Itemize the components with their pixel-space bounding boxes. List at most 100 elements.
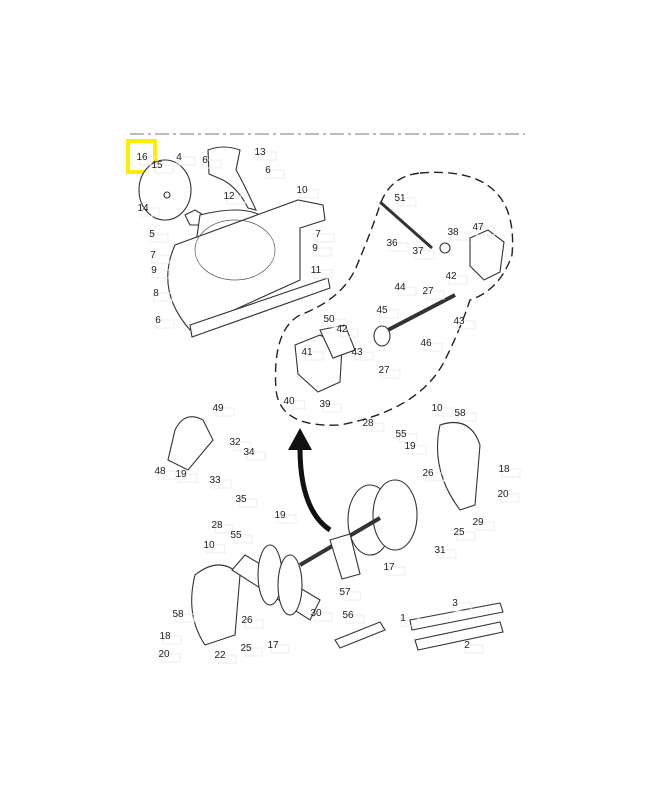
callout-shadow [139, 156, 159, 166]
callout-shadow [345, 614, 365, 624]
callout-label: 18 [498, 464, 510, 475]
callout-shadow [304, 351, 324, 361]
callout-shadow [153, 292, 173, 302]
callout-shadow [381, 369, 401, 379]
callout-shadow [313, 612, 333, 622]
callout-label: 30 [310, 608, 322, 619]
callout-label: 22 [214, 650, 226, 661]
callout-shadow [415, 250, 435, 260]
callout-label: 49 [212, 403, 224, 414]
callout-label: 31 [434, 545, 446, 556]
callout-label: 26 [422, 468, 434, 479]
callout-label: 42 [445, 271, 457, 282]
callout-shadow [456, 531, 476, 541]
callout-shadow [464, 644, 484, 654]
callout-shadow [233, 534, 253, 544]
callout-label: 44 [394, 282, 406, 293]
callout-label: 16 [136, 152, 148, 163]
callout-shadow [389, 242, 409, 252]
callout-shadow [339, 328, 359, 338]
callout-label: 50 [323, 314, 335, 325]
callout-label: 41 [301, 347, 313, 358]
callout-shadow [243, 647, 263, 657]
callout-shadow [425, 472, 445, 482]
callout-label: 38 [447, 227, 459, 238]
callout-shadow [244, 619, 264, 629]
callout-label: 10 [203, 540, 215, 551]
callout-label: 34 [243, 447, 255, 458]
callout-shadow [313, 269, 333, 279]
callout-shadow [342, 591, 362, 601]
callout-label: 19 [175, 469, 187, 480]
callout-label: 11 [311, 265, 322, 276]
callout-shadow [150, 254, 170, 264]
callout-label: 40 [283, 396, 295, 407]
callout-label: 7 [315, 229, 321, 240]
callout-shadow [215, 407, 235, 417]
callout-label: 32 [229, 437, 241, 448]
callout-shadow [206, 544, 226, 554]
callout-label: 58 [454, 408, 466, 419]
callout-shadow [397, 286, 417, 296]
callout-label: 29 [472, 517, 484, 528]
callout-shadow [400, 617, 420, 627]
callout-label: 20 [158, 649, 170, 660]
callout-shadow [299, 189, 319, 199]
lower-right-parts [298, 421, 504, 651]
callout-label: 19 [404, 441, 416, 452]
callout-shadow [456, 320, 476, 330]
callout-label: 5 [149, 229, 155, 240]
gearbox-group-outline [274, 171, 514, 426]
callout-label: 39 [319, 399, 331, 410]
callout-shadow [238, 498, 258, 508]
callout-label: 10 [431, 403, 443, 414]
callout-shadow [398, 433, 418, 443]
callout-shadow [161, 653, 181, 663]
callout-shadow [326, 318, 346, 328]
callout-label: 8 [153, 288, 159, 299]
callout-shadow [425, 290, 445, 300]
callout-label: 51 [394, 193, 406, 204]
callout-shadow [475, 521, 495, 531]
callout-label: 43 [351, 347, 363, 358]
callout-label: 37 [412, 246, 424, 257]
callout-shadow [397, 197, 417, 207]
callout-shadow [379, 309, 399, 319]
callout-shadow [315, 233, 335, 243]
callout-shadow [162, 635, 182, 645]
callout-shadow [286, 400, 306, 410]
callout-shadow [214, 524, 234, 534]
callout-shadow [270, 644, 290, 654]
callout-shadow [226, 195, 246, 205]
callout-label: 17 [383, 562, 395, 573]
callout-shadow [312, 247, 332, 257]
callout-shadow [154, 164, 174, 174]
callout-label: 10 [296, 185, 308, 196]
callout-label: 56 [342, 610, 354, 621]
callout-label: 26 [241, 615, 253, 626]
callout-shadow [202, 159, 222, 169]
callout-shadow [149, 233, 169, 243]
callout-label: 35 [235, 494, 247, 505]
callout-label: 43 [453, 316, 465, 327]
callout-label: 47 [472, 222, 484, 233]
gearbox-assembly [294, 200, 505, 393]
callout-shadow [448, 275, 468, 285]
callout-shadow [257, 151, 277, 161]
callout-shadow [176, 156, 196, 166]
callout-label: 42 [336, 324, 348, 335]
callout-label: 19 [274, 510, 286, 521]
callout-label: 12 [223, 191, 235, 202]
auger-housing-assembly [138, 146, 331, 338]
callout-label: 55 [395, 429, 407, 440]
callout-shadow [423, 342, 443, 352]
callout-shadow [178, 473, 198, 483]
callout-label: 20 [497, 489, 509, 500]
callout-label: 6 [202, 155, 208, 166]
callout-label: 7 [150, 250, 156, 261]
arrow-head-icon [288, 428, 312, 450]
callout-label: 27 [422, 286, 434, 297]
callout-shadow [151, 269, 171, 279]
